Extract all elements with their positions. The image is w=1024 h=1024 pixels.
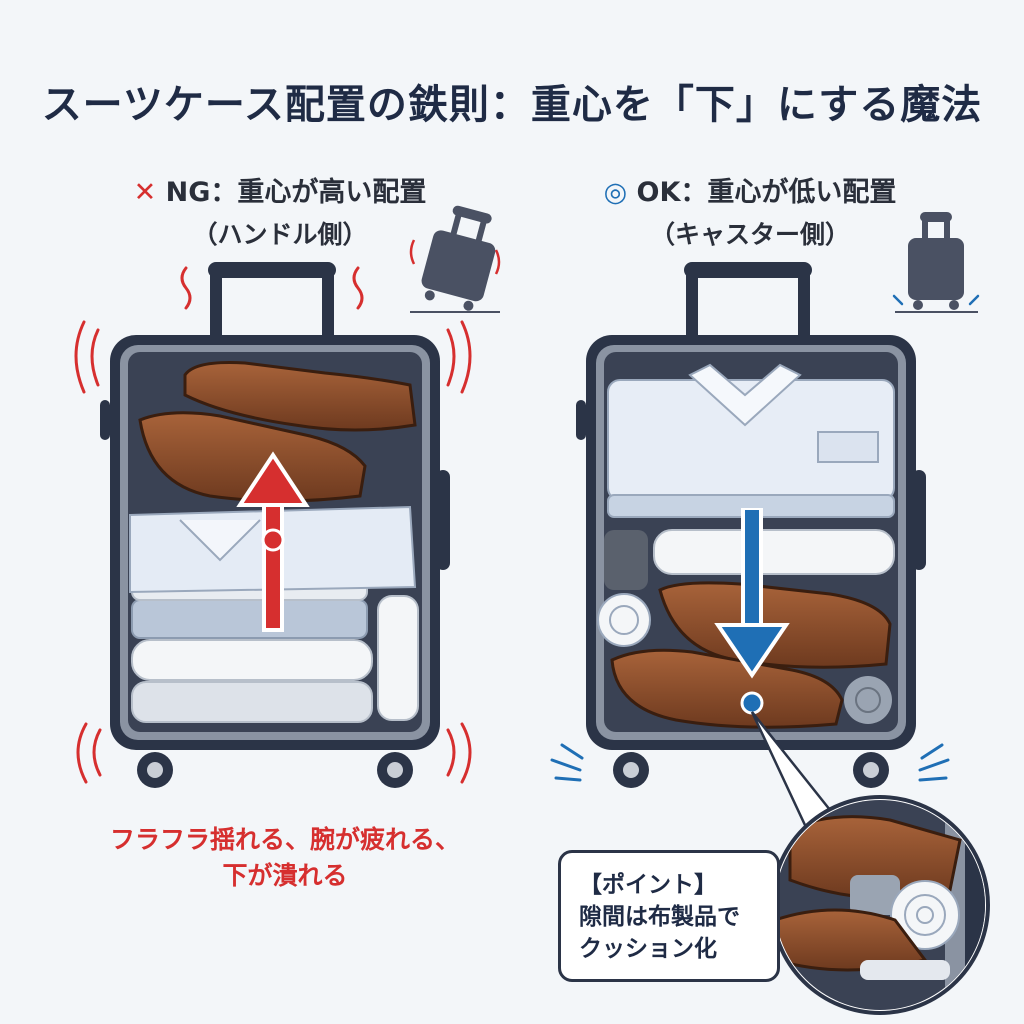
ng-header: ✕ NG：重心が高い配置 （ハンドル側） (70, 170, 490, 251)
tilted-suitcase-icon (421, 205, 496, 311)
tilt-lines-icon (409, 239, 501, 275)
ok-sublabel: （キャスター側） (649, 220, 850, 249)
ng-suitcase (74, 262, 472, 788)
point-box: 【ポイント】 隙間は布製品で クッション化 (558, 850, 780, 982)
cross-mark-icon: ✕ (133, 177, 157, 208)
ok-label: OK：重心が低い配置 (636, 177, 897, 208)
point-heading: 【ポイント】 (579, 872, 717, 898)
point-line1: 隙間は布製品で (579, 904, 740, 930)
ng-caption: フラフラ揺れる、腕が疲れる、 下が潰れる (60, 822, 510, 894)
double-circle-mark-icon: ◎ (603, 177, 628, 208)
page-title: スーツケース配置の鉄則：重心を「下」にする魔法 (41, 82, 983, 128)
point-line2: クッション化 (579, 936, 717, 962)
ng-caption-line2: 下が潰れる (222, 861, 348, 890)
ok-header: ◎ OK：重心が低い配置 （キャスター側） (540, 170, 960, 251)
ng-label: NG：重心が高い配置 (165, 177, 427, 208)
stable-lines-icon (550, 743, 950, 782)
ok-suitcase (550, 262, 950, 788)
ng-sublabel: （ハンドル側） (192, 220, 368, 249)
ng-caption-line1: フラフラ揺れる、腕が疲れる、 (109, 825, 460, 854)
shake-lines-icon (74, 266, 472, 784)
upright-suitcase-icon (892, 212, 980, 313)
